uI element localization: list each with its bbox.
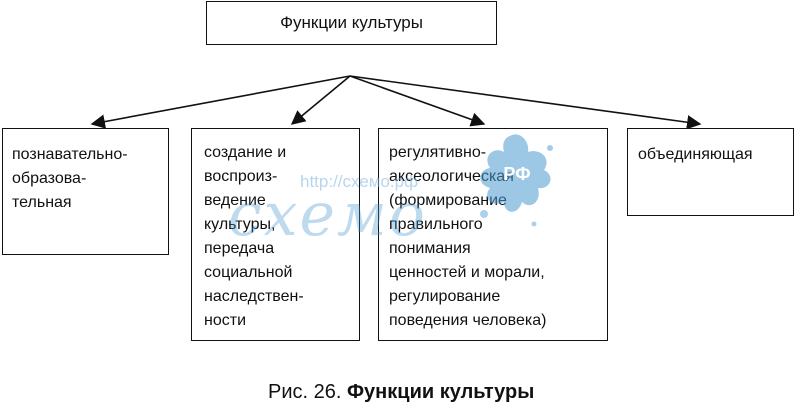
node-creation-reproduction-label: создание и воспроиз- ведение культуры, п… [204, 144, 304, 329]
node-unifying-label: объединяющая [638, 146, 753, 163]
arrow-to-creation [290, 75, 351, 125]
caption-prefix: Рис. 26. [268, 381, 347, 403]
root-node-label: Функции культуры [280, 13, 423, 32]
node-cognitive-educational-label: познавательно- образова- тельная [12, 146, 128, 211]
arrow-to-unifying [349, 75, 702, 130]
caption-title: Функции культуры [346, 381, 535, 403]
arrow-to-cognitive [90, 75, 351, 129]
node-unifying: объединяющая [627, 128, 794, 216]
arrow-to-regulative [349, 75, 486, 127]
node-regulative-axiological-label: регулятивно- аксеологическая (формирован… [389, 144, 547, 329]
node-creation-reproduction: создание и воспроиз- ведение культуры, п… [191, 128, 360, 341]
figure-caption: Рис. 26. Функции культуры [268, 381, 534, 404]
root-node-culture-functions: Функции культуры [206, 1, 497, 45]
node-cognitive-educational: познавательно- образова- тельная [2, 128, 169, 255]
node-regulative-axiological: регулятивно- аксеологическая (формирован… [378, 128, 608, 341]
